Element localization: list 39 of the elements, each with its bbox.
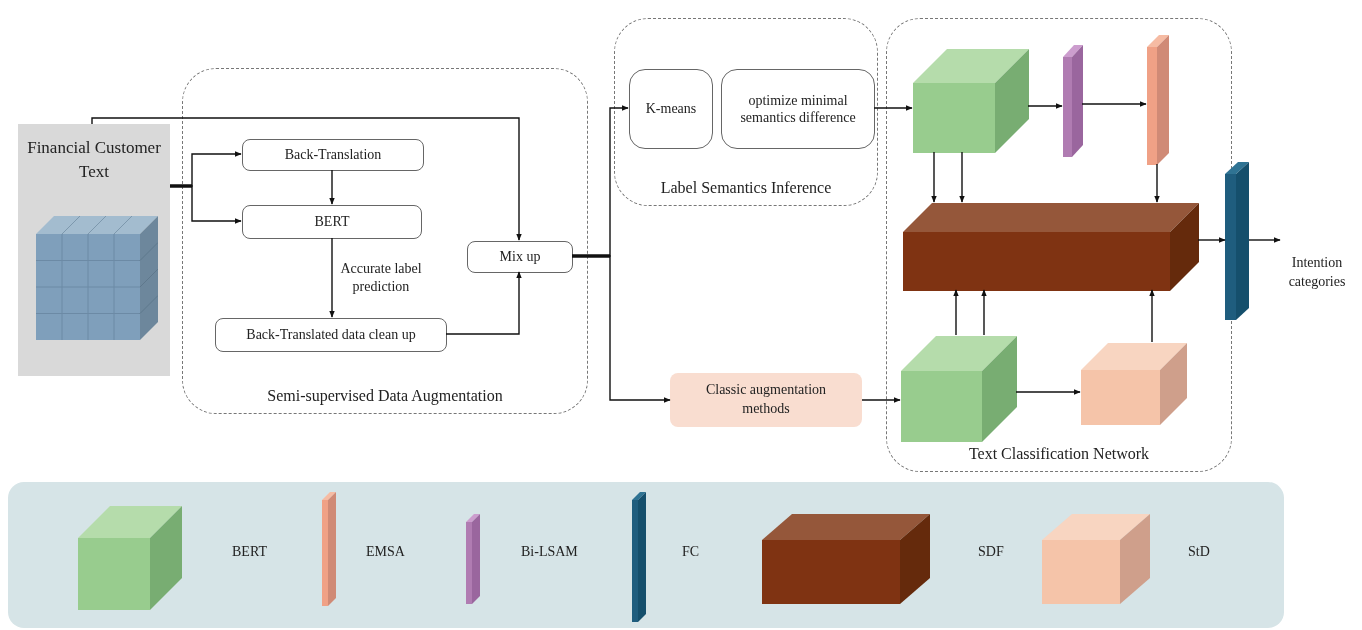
box-label: optimize minimal semantics difference [739,91,857,127]
process-box [721,69,875,149]
group-frame [614,18,878,206]
group-title: Label Semantics Inference [659,179,833,197]
panel-title: Financial Customer Text [26,137,162,183]
legend-label: SDF [978,544,1004,560]
slab-block [1063,45,1083,157]
process-box [242,205,422,239]
method-box [670,373,862,427]
legend-label: Bi-LSAM [521,544,578,560]
slab-block [1147,35,1169,165]
edge-label: Accurate label prediction [338,260,424,297]
cuboid-block [1081,343,1187,425]
box-label: BERT [314,213,350,231]
box-label: Mix up [499,248,541,266]
legend-label: FC [682,544,700,560]
process-box [215,318,447,352]
box-label: Back-Translated data clean up [246,326,416,344]
box-label: Back-Translation [284,146,382,164]
group-title: Text Classification Network [967,445,1151,463]
connector-trunk [572,254,610,258]
process-box [242,139,424,171]
group-title: Semi-supervised Data Augmentation [266,387,504,405]
legend-label: BERT [232,544,267,560]
cuboid-block [903,203,1199,291]
legend-label: StD [1188,544,1210,560]
process-box [467,241,573,273]
box-label: Classic augmentation methods [704,381,828,418]
group-frame [886,18,1232,472]
box-label: K-means [645,100,697,118]
connector-trunk [170,184,192,188]
output-label: Intention categories [1280,232,1354,292]
group-frame [182,68,588,414]
legend-label: EMSA [366,544,405,560]
slab-block [1225,162,1249,320]
input-panel [18,124,170,376]
process-box [629,69,713,149]
cube-block [901,336,1017,442]
cube-block [913,49,1029,153]
